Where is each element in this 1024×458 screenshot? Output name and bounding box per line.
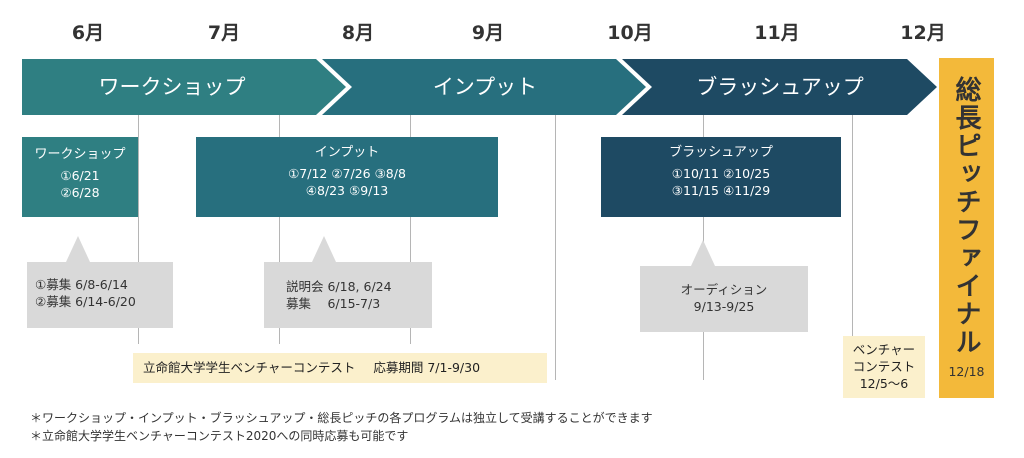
phase-arrows [22, 59, 937, 115]
recruit-period: ①募集 6/8-6/14 [35, 277, 128, 292]
month-label-nov: 11月 [754, 22, 800, 44]
timeline-line [279, 112, 280, 344]
workshop-arrow-shape [22, 59, 346, 115]
timeline-line [555, 112, 556, 380]
workshop-date: ①6/21 [60, 168, 100, 183]
audition-callout: オーディション 9/13-9/25 [640, 266, 808, 332]
workshop-box: ワークショップ ①6/21 ②6/28 [22, 137, 138, 217]
month-label-jun: 6月 [71, 22, 105, 44]
venture-contest-date: 12/5〜6 [859, 376, 909, 391]
brushup-box: ブラッシュアップ ①10/11 ②10/25 ③11/15 ④11/29 [601, 137, 841, 217]
month-label-jul: 7月 [207, 22, 241, 44]
audition-callout-tip [691, 240, 715, 266]
recruit-callout: ①募集 6/8-6/14 ②募集 6/14-6/20 [27, 262, 173, 328]
month-label-aug: 8月 [341, 22, 375, 44]
audition-period: 9/13-9/25 [693, 299, 755, 314]
brushup-box-title: ブラッシュアップ [669, 145, 773, 160]
briefing-recruit: 募集 6/15-7/3 [286, 296, 381, 311]
timeline-line [138, 112, 139, 344]
month-label-oct: 10月 [607, 22, 653, 44]
recruit-callout-tip [66, 236, 90, 262]
timeline-line [410, 112, 411, 344]
briefing-callout-tip [312, 236, 336, 262]
finale-box: 総長ピッチファイナル 12/18 [939, 58, 994, 398]
workshop-box-title: ワークショップ [34, 147, 126, 162]
input-phase-label: インプット [432, 75, 538, 99]
input-box: インプット ①7/12 ②7/26 ③8/8 ④8/23 ⑤9/13 [196, 137, 498, 217]
finale-title: 総長ピッチファイナル [951, 76, 981, 356]
venture-contest-period: 応募期間 7/1-9/30 [373, 360, 481, 375]
input-dates-line: ④8/23 ⑤9/13 [305, 183, 389, 198]
venture-contest-final-box: ベンチャー コンテスト 12/5〜6 [843, 336, 925, 398]
brushup-dates-line: ③11/15 ④11/29 [671, 183, 771, 198]
month-label-sep: 9月 [471, 22, 505, 44]
brushup-dates-line: ①10/11 ②10/25 [671, 166, 771, 181]
brushup-phase-label: ブラッシュアップ [696, 75, 864, 99]
month-label-dec: 12月 [900, 22, 946, 44]
input-box-title: インプット [314, 145, 380, 160]
footnote: ＊立命館大学学生ベンチャーコンテスト2020への同時応募も可能です [30, 429, 409, 443]
brushup-arrow-shape [622, 59, 937, 115]
input-dates-line: ①7/12 ②7/26 ③8/8 [288, 166, 406, 181]
briefing-sessions: 説明会 6/18, 6/24 [286, 279, 392, 294]
audition-title: オーディション [680, 282, 768, 297]
finale-date: 12/18 [948, 364, 985, 379]
workshop-date: ②6/28 [60, 185, 100, 200]
timeline-line [852, 112, 853, 336]
venture-contest-name: 立命館大学学生ベンチャーコンテスト [143, 360, 356, 375]
venture-contest-bar: 立命館大学学生ベンチャーコンテスト 応募期間 7/1-9/30 [133, 353, 547, 383]
venture-contest-line: コンテスト [852, 359, 916, 374]
venture-contest-line: ベンチャー [852, 342, 916, 357]
workshop-phase-label: ワークショップ [98, 75, 246, 99]
input-arrow-shape [322, 59, 646, 115]
briefing-callout: 説明会 6/18, 6/24 募集 6/15-7/3 [264, 262, 432, 328]
footnote: ＊ワークショップ・インプット・ブラッシュアップ・総長ピッチの各プログラムは独立し… [30, 411, 653, 425]
recruit-period: ②募集 6/14-6/20 [35, 294, 136, 309]
